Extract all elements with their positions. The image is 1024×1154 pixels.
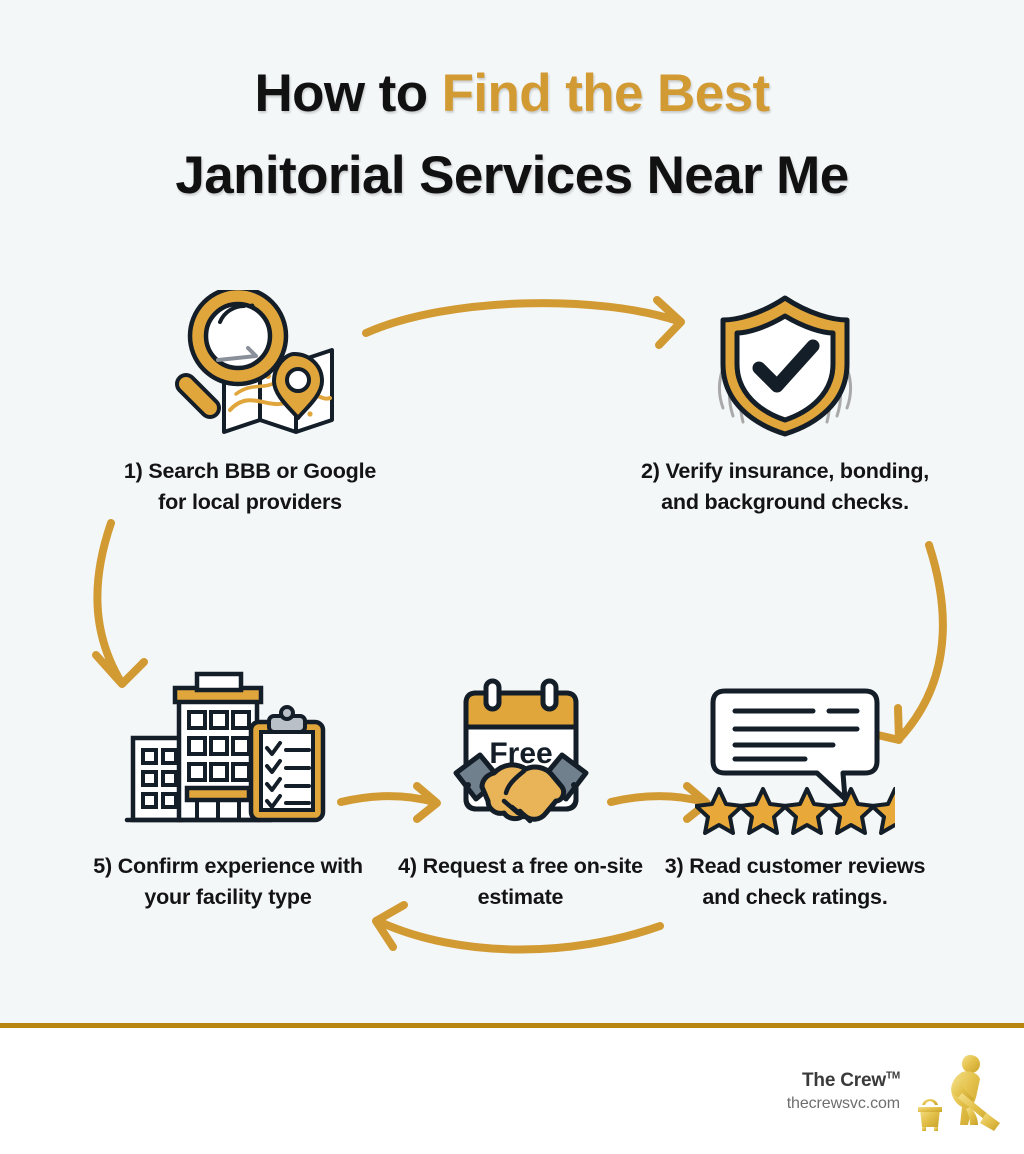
step-1: 1) Search BBB or Google for local provid… — [110, 280, 390, 517]
step-3-caption: 3) Read customer reviews and check ratin… — [664, 854, 926, 909]
step-3: 3) Read customer reviews and check ratin… — [650, 665, 940, 912]
review-bubble-stars-icon — [695, 688, 895, 835]
step-1-icon-wrap — [110, 280, 390, 440]
title-accent: Find the Best — [441, 64, 770, 123]
footer-divider — [0, 1023, 1024, 1028]
title-line-2: Janitorial Services Near Me — [175, 146, 849, 206]
step-4-icon-wrap: Free — [398, 665, 643, 835]
step-2-icon-wrap — [640, 280, 930, 440]
brand-url[interactable]: thecrewsvc.com — [786, 1094, 900, 1112]
infographic-canvas — [0, 0, 1024, 1023]
step-5: 5) Confirm experience with your facility… — [78, 665, 378, 912]
step-2: 2) Verify insurance, bonding, and backgr… — [640, 280, 930, 517]
step-1-caption: 1) Search BBB or Google for local provid… — [123, 459, 377, 514]
step-3-icon-wrap — [650, 665, 940, 835]
step-4: Free 4) Request a free on-site estimate — [398, 665, 643, 912]
brand-name-label: The Crew — [802, 1069, 886, 1091]
building-clipboard-icon — [124, 671, 325, 823]
step-2-caption: 2) Verify insurance, bonding, and backgr… — [640, 459, 930, 514]
step-5-caption: 5) Confirm experience with your facility… — [93, 854, 363, 909]
star-rating — [695, 787, 895, 835]
trademark-symbol: TM — [885, 1070, 900, 1082]
brand-name: The CrewTM — [787, 1070, 900, 1092]
page-title: How to Find the Best Janitorial Services… — [0, 64, 1024, 206]
janitor-mop-icon — [918, 1055, 1000, 1131]
shield-check-fingerprint-icon — [718, 295, 852, 437]
title-line-1: How to Find the Best — [0, 64, 1024, 123]
calendar-handshake-icon: Free — [453, 678, 588, 824]
magnifier-map-icon — [175, 290, 334, 434]
title-prefix: How to — [254, 64, 442, 123]
step-5-icon-wrap — [78, 665, 378, 835]
brand-text: The CrewTM thecrewsvc.com — [787, 1070, 900, 1113]
footer: The CrewTM thecrewsvc.com — [0, 1028, 1024, 1154]
step-4-caption: 4) Request a free on-site estimate — [398, 854, 643, 909]
